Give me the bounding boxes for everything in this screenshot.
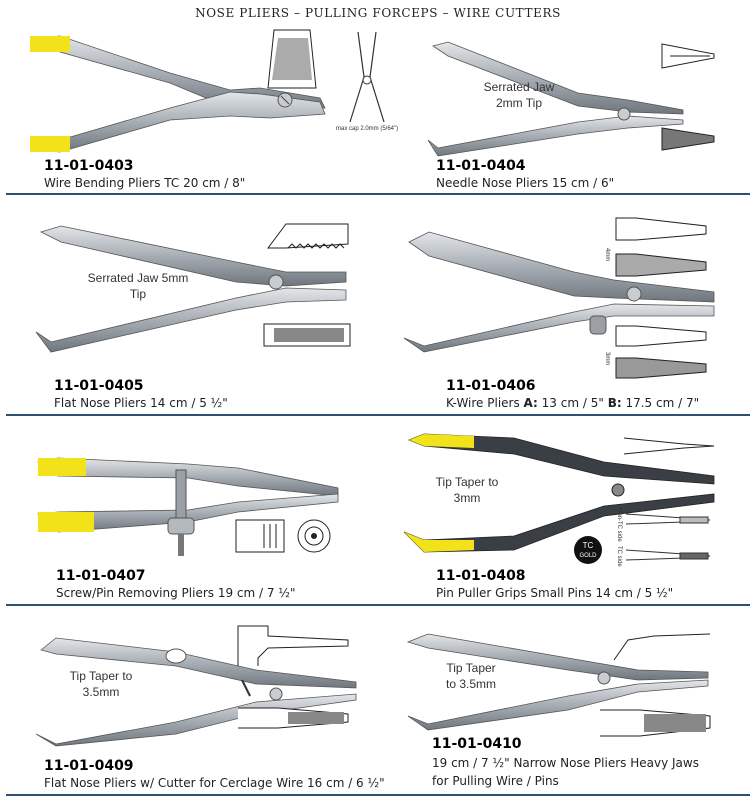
pin-puller-pliers-image bbox=[403, 433, 715, 553]
product-description: Needle Nose Pliers 15 cm / 6" bbox=[436, 176, 615, 190]
jaw-callout: Serrated Jaw 2mm Tip bbox=[483, 80, 555, 110]
screw-pin-removing-pliers-image bbox=[37, 457, 339, 556]
size-a: 13 cm / 5" bbox=[537, 396, 608, 410]
product-description: Pin Puller Grips Small Pins 14 cm / 5 ½" bbox=[436, 586, 674, 600]
tip-profile-diagram bbox=[613, 633, 711, 661]
jaw-side-diagram bbox=[237, 625, 349, 666]
jaw-detail-diagram bbox=[267, 29, 317, 89]
product-description: Wire Bending Pliers TC 20 cm / 8" bbox=[44, 176, 246, 190]
product-description-line1: 19 cm / 7 ½" Narrow Nose Pliers Heavy Ja… bbox=[432, 756, 699, 770]
tc-gold-badge: TC GOLD bbox=[574, 536, 602, 564]
badge-bottom: GOLD bbox=[579, 553, 597, 559]
product-code: 11-01-0410 bbox=[432, 736, 522, 752]
row-divider bbox=[6, 414, 750, 416]
tip-a-diagram: 4mm bbox=[604, 217, 707, 277]
size-a-label: A: bbox=[523, 396, 538, 410]
product-description: K-Wire Pliers A: 13 cm / 5" B: 17.5 cm /… bbox=[446, 396, 699, 410]
narrow-nose-pliers-image bbox=[406, 633, 709, 731]
tip-b-diagram: 3mm bbox=[604, 325, 707, 379]
flat-nose-cutter-pliers-image bbox=[35, 637, 357, 747]
product-description-line2: for Pulling Wire / Pins bbox=[432, 774, 559, 788]
product-code: 11-01-0409 bbox=[44, 758, 134, 774]
jaw-callout: Tip Taper to 3.5mm bbox=[445, 661, 496, 691]
jaw-callout: Serrated Jaw 5mm Tip bbox=[87, 271, 189, 301]
tip-b-size: 3mm bbox=[604, 352, 610, 365]
wire-bending-pliers-image bbox=[30, 35, 326, 153]
tip-detail-diagram bbox=[661, 43, 715, 151]
row-divider bbox=[6, 193, 750, 195]
product-description: Flat Nose Pliers 14 cm / 5 ½" bbox=[54, 396, 228, 410]
jaw-callout: Tip Taper to 3mm bbox=[435, 475, 499, 505]
tc-side-diagram: Non-TC side TC side bbox=[616, 508, 711, 567]
product-code: 11-01-0406 bbox=[446, 378, 536, 394]
row-divider bbox=[6, 794, 750, 796]
detail-note: max cap 2.0mm (5/64") bbox=[336, 126, 398, 132]
k-wire-pliers-image bbox=[403, 231, 715, 353]
needle-nose-pliers-image bbox=[427, 41, 684, 157]
product-description: Screw/Pin Removing Pliers 19 cm / 7 ½" bbox=[56, 586, 296, 600]
product-code: 11-01-0408 bbox=[436, 568, 526, 584]
non-tc-side-label: Non-TC side bbox=[616, 508, 622, 542]
jaw-top-diagram bbox=[263, 323, 351, 347]
jaw-profile-diagram: max cap 2.0mm (5/64") bbox=[336, 31, 398, 132]
tip-profile-diagram bbox=[623, 437, 715, 455]
tc-side-label: TC side bbox=[616, 546, 622, 567]
product-description: Flat Nose Pliers w/ Cutter for Cerclage … bbox=[44, 776, 385, 790]
pin-cross-section-diagram bbox=[235, 519, 331, 553]
jaw-side-diagram bbox=[267, 223, 349, 249]
product-code: 11-01-0407 bbox=[56, 568, 146, 584]
row-divider bbox=[6, 604, 750, 606]
size-b-label: B: bbox=[607, 396, 622, 410]
jaw-top-diagram bbox=[238, 707, 349, 729]
page-title: NOSE PLIERS – PULLING FORCEPS – WIRE CUT… bbox=[195, 6, 561, 20]
product-code: 11-01-0405 bbox=[54, 378, 144, 394]
jaw-callout: Tip Taper to 3.5mm bbox=[69, 669, 133, 699]
flat-nose-pliers-image bbox=[35, 225, 347, 353]
badge-top: TC bbox=[583, 541, 594, 550]
size-b: 17.5 cm / 7" bbox=[621, 396, 700, 410]
tip-a-size: 4mm bbox=[604, 248, 610, 261]
product-code: 11-01-0404 bbox=[436, 158, 526, 174]
desc-prefix: K-Wire Pliers bbox=[446, 396, 524, 410]
tip-top-diagram bbox=[600, 709, 711, 737]
product-code: 11-01-0403 bbox=[44, 158, 134, 174]
